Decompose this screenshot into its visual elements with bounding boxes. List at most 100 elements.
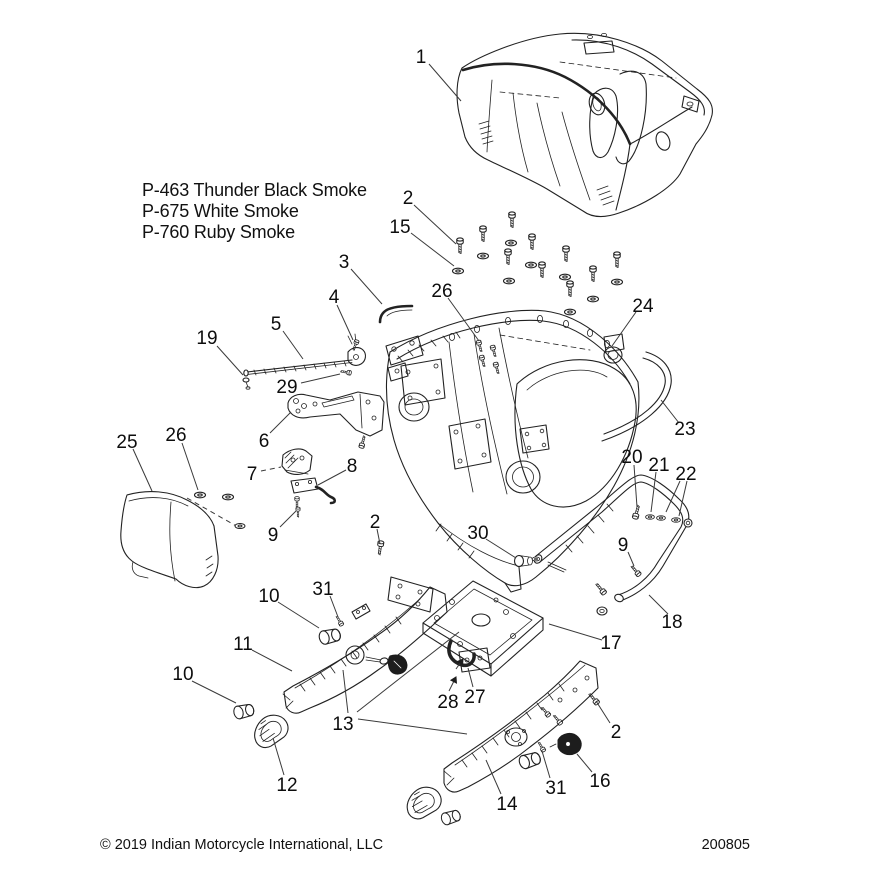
- leader-line: [282, 330, 304, 360]
- screw-glyph: [562, 245, 570, 263]
- latch-rod-art: [242, 333, 366, 390]
- washer-glyph: [502, 277, 516, 285]
- leader-line: [357, 718, 468, 735]
- leader-line: [611, 311, 637, 347]
- callout-15: 15: [389, 217, 410, 238]
- screw-glyph: [478, 354, 488, 368]
- mount-plate-art: [422, 580, 544, 677]
- seal-strip-art: [378, 304, 414, 324]
- washer-glyph: [563, 308, 577, 316]
- callout-17: 17: [600, 633, 621, 654]
- callout-9: 9: [618, 535, 629, 556]
- washer-glyph: [656, 515, 666, 521]
- callout-24: 24: [632, 296, 654, 317]
- leader-arrowhead: [456, 658, 464, 666]
- callout-23: 23: [674, 419, 695, 440]
- callout-14: 14: [496, 794, 518, 815]
- bracket-6-art: [287, 391, 385, 437]
- callout-26: 26: [431, 281, 452, 302]
- washer-glyph: [586, 295, 600, 303]
- leader-arrowhead: [449, 676, 458, 684]
- leader-line: [216, 345, 244, 376]
- callout-5: 5: [271, 314, 282, 335]
- screw-glyph: [528, 233, 536, 251]
- callout-9: 9: [268, 525, 279, 546]
- callout-11: 11: [233, 634, 253, 655]
- washer-glyph: [558, 273, 572, 281]
- callout-2: 2: [611, 722, 622, 743]
- washer-glyph: [504, 239, 518, 247]
- leader-line: [336, 304, 354, 341]
- paint-code-line: P-760 Ruby Smoke: [142, 222, 295, 242]
- callout-10: 10: [172, 664, 193, 685]
- leader-line: [260, 466, 282, 472]
- screw-glyph: [339, 368, 353, 376]
- callout-28: 28: [437, 692, 458, 713]
- callout-13: 13: [332, 714, 353, 735]
- screw-glyph: [508, 211, 516, 229]
- washer-alignment-line: [186, 497, 239, 528]
- callout-26: 26: [165, 425, 186, 446]
- leader-line: [329, 595, 339, 618]
- washer-glyph: [524, 261, 538, 269]
- callout-16: 16: [589, 771, 610, 792]
- leader-line: [541, 750, 551, 779]
- leader-line: [665, 480, 681, 513]
- washer-glyph: [221, 493, 235, 501]
- leader-line: [660, 399, 680, 424]
- leader-line: [595, 700, 611, 724]
- leader-line: [678, 480, 688, 517]
- callout-6: 6: [259, 431, 270, 452]
- screw-glyph: [593, 581, 608, 597]
- leader-line: [269, 411, 292, 434]
- screw-glyph: [456, 237, 464, 255]
- leader-line: [447, 297, 480, 342]
- leader-line: [576, 753, 593, 773]
- screw-glyph: [475, 339, 485, 353]
- callout-8: 8: [347, 456, 358, 477]
- washer-glyph: [193, 491, 207, 499]
- callout-31: 31: [545, 778, 566, 799]
- leader-line: [376, 528, 381, 545]
- leader-line: [277, 601, 320, 629]
- backrest-pad-art: [120, 491, 219, 589]
- screw-glyph: [479, 225, 487, 243]
- leader-line: [272, 737, 285, 776]
- leader-line: [413, 204, 457, 245]
- leader-line: [317, 469, 347, 486]
- right-arm-art: [403, 660, 599, 827]
- drawing-number: 200805: [701, 837, 750, 853]
- leader-line: [132, 448, 153, 492]
- washer-glyph: [610, 278, 624, 286]
- callout-25: 25: [116, 432, 137, 453]
- leader-line: [485, 538, 517, 559]
- washer-glyph: [531, 556, 541, 562]
- bracket-8-art: [290, 477, 337, 505]
- callout-27: 27: [464, 687, 485, 708]
- screw-glyph: [539, 705, 552, 719]
- leader-line: [467, 667, 474, 688]
- paint-code-line: P-463 Thunder Black Smoke: [142, 180, 367, 200]
- screw-glyph: [536, 740, 547, 754]
- callout-21: 21: [648, 455, 669, 476]
- callout-20: 20: [621, 447, 642, 468]
- leader-line: [633, 464, 638, 508]
- leader-line: [356, 631, 460, 713]
- screw-glyph: [492, 361, 502, 375]
- copyright-text: © 2019 Indian Motorcycle International, …: [100, 837, 384, 853]
- screw-glyph: [504, 248, 512, 266]
- leader-line: [428, 63, 462, 102]
- screw-glyph: [538, 261, 546, 279]
- leader-line: [279, 510, 297, 528]
- trunk-lid-art: [456, 32, 713, 218]
- leader-line: [251, 649, 293, 672]
- callout-29: 29: [276, 377, 297, 398]
- leader-line: [350, 268, 383, 305]
- leader-line: [181, 442, 199, 491]
- screw-glyph: [613, 251, 621, 269]
- leader-line: [627, 551, 635, 567]
